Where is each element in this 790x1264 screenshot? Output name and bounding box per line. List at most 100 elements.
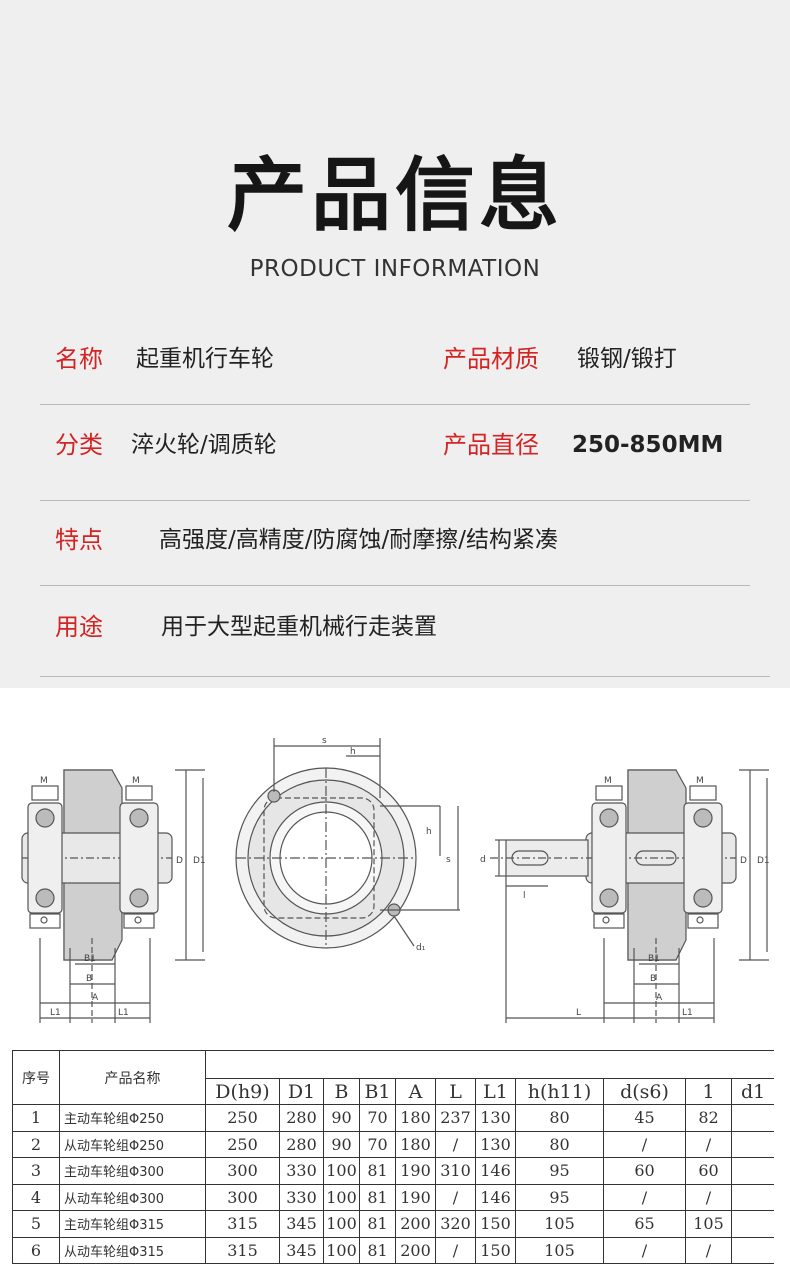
header-d1: D1	[279, 1078, 324, 1105]
cell-value: 237	[435, 1104, 476, 1132]
header-b1: B1	[359, 1078, 396, 1105]
feature-label: 特点	[55, 526, 103, 554]
product-info-panel: 产品信息 PRODUCT INFORMATION 名称 起重机行车轮 产品材质 …	[0, 0, 790, 688]
label-m: M	[132, 776, 140, 786]
cell-value: 250	[205, 1104, 280, 1132]
diameter-label: 产品直径	[443, 431, 539, 459]
cell-value: 80	[515, 1130, 604, 1158]
cell-value	[730, 1130, 774, 1158]
label-l1: L1	[682, 1008, 693, 1018]
cell-value: 100	[323, 1183, 360, 1211]
cell-value: 280	[279, 1130, 324, 1158]
cell-value: 81	[359, 1236, 396, 1264]
header-d-s6: d(s6)	[603, 1078, 686, 1105]
cell-value: 95	[515, 1157, 604, 1185]
cell-value: 90	[323, 1104, 360, 1132]
cell-value: 80	[515, 1104, 604, 1132]
header-b: B	[323, 1078, 360, 1105]
cell-index: 2	[12, 1130, 60, 1158]
name-value: 起重机行车轮	[136, 346, 274, 372]
cell-value: /	[435, 1130, 476, 1158]
info-row-category: 分类 淬火轮/调质轮 产品直径 250-850MM	[0, 425, 790, 465]
cell-value: 180	[395, 1130, 436, 1158]
header-1: 1	[685, 1078, 732, 1105]
cell-value: 310	[435, 1157, 476, 1185]
label-b1: B1	[84, 954, 96, 964]
cell-value: /	[685, 1183, 732, 1211]
info-row-name: 名称 起重机行车轮 产品材质 锻钢/锻打	[0, 339, 790, 379]
label-b: B	[86, 974, 92, 984]
cell-value: 330	[279, 1183, 324, 1211]
cell-value: 65	[603, 1210, 686, 1238]
cell-value: 190	[395, 1183, 436, 1211]
cell-value: 100	[323, 1236, 360, 1264]
cell-value: /	[603, 1130, 686, 1158]
cell-value: 130	[475, 1104, 516, 1132]
cell-value: 90	[323, 1130, 360, 1158]
label-b1: B1	[648, 954, 660, 964]
cell-value: 300	[205, 1157, 280, 1185]
label-a: A	[92, 993, 99, 1003]
material-label: 产品材质	[443, 345, 539, 373]
label-m: M	[40, 776, 48, 786]
cell-value: 300	[205, 1183, 280, 1211]
header-l: L	[435, 1078, 476, 1105]
label-d: D	[740, 856, 747, 866]
cell-value	[730, 1183, 774, 1211]
cell-value: 150	[475, 1236, 516, 1264]
page-subtitle: PRODUCT INFORMATION	[249, 256, 541, 282]
drawing-svg: M M D D1 B1 B A L1 L1 s h h s d₁ M M d l…	[21, 736, 770, 1023]
cell-value: 320	[435, 1210, 476, 1238]
cell-index: 1	[12, 1104, 60, 1132]
cell-value: 200	[395, 1210, 436, 1238]
cell-product-name: 主动车轮组Φ250	[59, 1104, 206, 1132]
middle-end-view	[235, 738, 460, 949]
cell-product-name: 从动车轮组Φ315	[59, 1236, 206, 1264]
cell-value	[730, 1236, 774, 1264]
label-d1: D1	[757, 856, 770, 866]
label-h: h	[350, 747, 356, 757]
cell-value	[730, 1210, 774, 1238]
diameter-value: 250-850MM	[572, 432, 724, 458]
divider	[40, 404, 750, 405]
cell-value: 200	[395, 1236, 436, 1264]
cell-value: 150	[475, 1210, 516, 1238]
divider	[40, 676, 770, 677]
cell-value: /	[685, 1236, 732, 1264]
cell-value: 60	[603, 1157, 686, 1185]
label-s: s	[446, 855, 451, 865]
label-m: M	[604, 776, 612, 786]
header-d-h9: D(h9)	[205, 1078, 280, 1105]
cell-value: /	[685, 1130, 732, 1158]
cell-value: 146	[475, 1183, 516, 1211]
spec-table: 序号 产品名称 D(h9) D1 B B1 A L L1 h(h11) d(s6…	[12, 1050, 774, 1264]
cell-value: /	[603, 1183, 686, 1211]
cell-value: 250	[205, 1130, 280, 1158]
header-index: 序号	[12, 1050, 60, 1105]
cell-value: 345	[279, 1236, 324, 1264]
header-l1: L1	[475, 1078, 516, 1105]
label-m: M	[696, 776, 704, 786]
cell-value	[730, 1104, 774, 1132]
label-l1: L1	[50, 1008, 61, 1018]
usage-value: 用于大型起重机械行走装置	[161, 614, 437, 640]
left-section-view	[21, 769, 205, 1023]
technical-drawing: M M D D1 B1 B A L1 L1 s h h s d₁ M M d l…	[0, 688, 790, 1040]
label-h: h	[426, 827, 432, 837]
label-a: A	[656, 993, 663, 1003]
cell-value: 95	[515, 1183, 604, 1211]
label-l1: L1	[118, 1008, 129, 1018]
table-header-row: 序号 产品名称	[12, 1050, 774, 1105]
label-l: l	[523, 891, 526, 901]
cell-value: 82	[685, 1104, 732, 1132]
usage-label: 用途	[55, 613, 103, 641]
table-header-row: D(h9) D1 B B1 A L L1 h(h11) d(s6) 1 d1	[13, 1078, 774, 1105]
material-value: 锻钢/锻打	[577, 346, 677, 372]
cell-value: /	[435, 1236, 476, 1264]
cell-value: 60	[685, 1157, 732, 1185]
